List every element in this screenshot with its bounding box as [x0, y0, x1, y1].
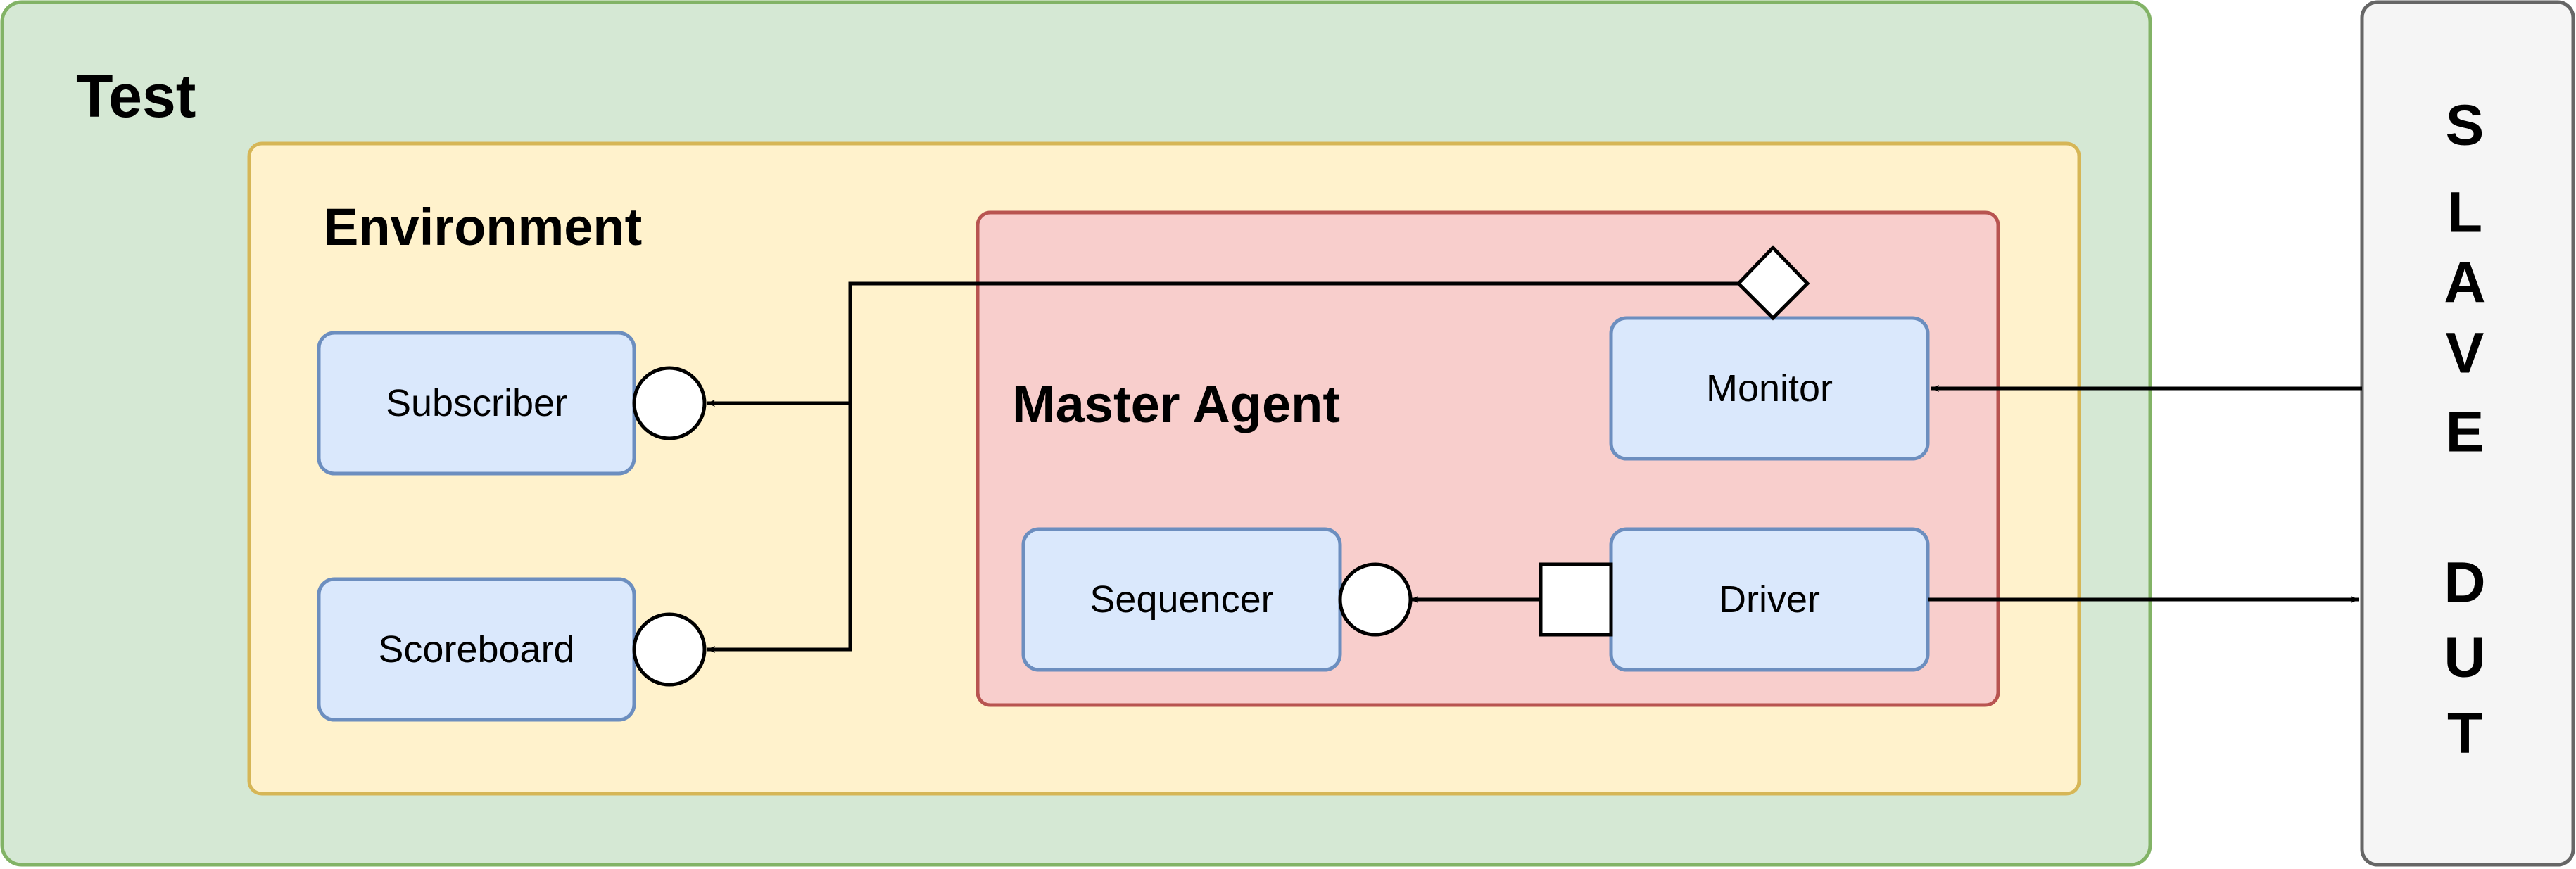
dut-letter: A — [2444, 251, 2485, 315]
connectors — [707, 281, 2362, 653]
dut-letter: V — [2446, 322, 2485, 386]
dut-letter: T — [2447, 702, 2482, 766]
dut-letter: S — [2446, 94, 2485, 158]
monitor-analysis-port — [1736, 245, 1810, 321]
dut-letter: L — [2447, 181, 2482, 245]
driver-label: Driver — [1719, 578, 1820, 621]
subscriber-export-port — [632, 366, 707, 440]
monitor-to-scoreboard-connector — [707, 281, 1738, 653]
monitor-box — [1609, 316, 1930, 461]
dut-letter: D — [2444, 551, 2485, 615]
dut-letter: E — [2446, 400, 2485, 464]
scoreboard-export-port — [632, 612, 707, 687]
master-agent-title: Master Agent — [1012, 375, 1340, 433]
monitor-label: Monitor — [1706, 367, 1833, 410]
environment-title: Environment — [324, 198, 642, 256]
scoreboard-label: Scoreboard — [378, 628, 574, 671]
sequencer-label: Sequencer — [1090, 578, 1273, 621]
subscriber-label: Subscriber — [386, 382, 567, 424]
driver: Driver — [1609, 527, 1930, 672]
sequencer-export-port — [1338, 562, 1413, 637]
sequencer: Sequencer — [1021, 527, 1342, 672]
dut-letter: U — [2444, 626, 2485, 690]
slave-dut-box — [2360, 0, 2575, 867]
test-title: Test — [76, 63, 196, 130]
driver-port — [1539, 562, 1613, 637]
subscriber: Subscriber — [317, 331, 636, 476]
monitor: Monitor — [1609, 316, 1930, 461]
ports — [632, 245, 1810, 687]
slave-dut: S L A V E D U T — [2360, 0, 2575, 867]
scoreboard: Scoreboard — [317, 577, 636, 722]
